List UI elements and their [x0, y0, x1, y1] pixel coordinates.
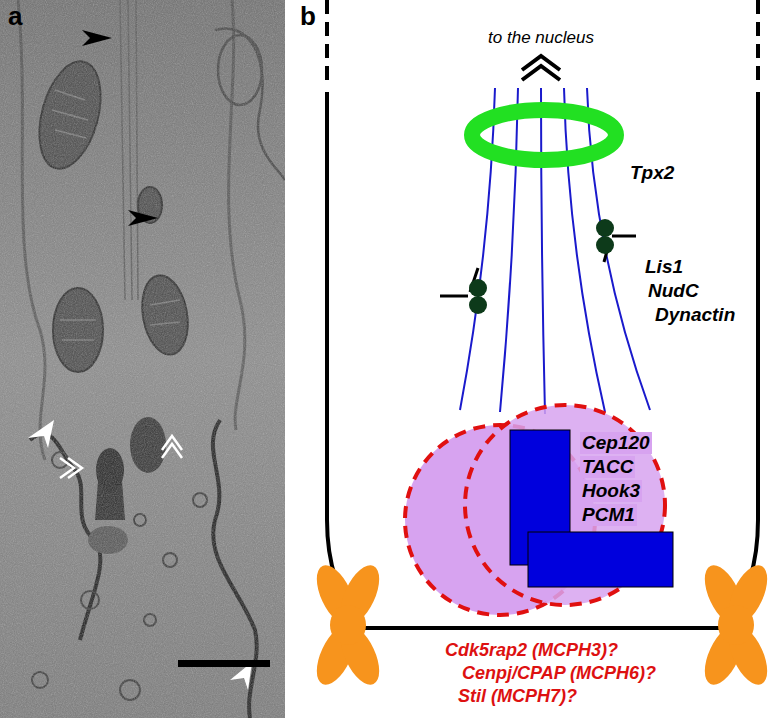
dynein-motor — [440, 219, 636, 314]
protein-label: TACC — [580, 456, 635, 478]
em-micrograph — [0, 0, 285, 718]
mcph-gene-label: Cenpj/CPAP (MCPH6)? — [462, 663, 656, 684]
protein-label: NudC — [648, 280, 699, 302]
protein-label: Cep120 — [580, 432, 652, 454]
panel-letter: b — [300, 2, 316, 32]
protein-label: Lis1 — [645, 256, 683, 278]
protein-label: Hook3 — [580, 480, 642, 502]
mcph-gene-label: Stil (MCPH7)? — [458, 686, 577, 707]
panel-letter: a — [8, 2, 22, 32]
schematic — [309, 0, 775, 690]
protein-label: Dynactin — [655, 304, 735, 326]
protein-label: PCM1 — [580, 504, 637, 526]
protein-label: Tpx2 — [630, 162, 674, 184]
direction-label: to the nucleus — [488, 28, 594, 48]
mcph-gene-label: Cdk5rap2 (MCPH3)? — [445, 640, 618, 661]
adherens-junction — [309, 560, 775, 691]
